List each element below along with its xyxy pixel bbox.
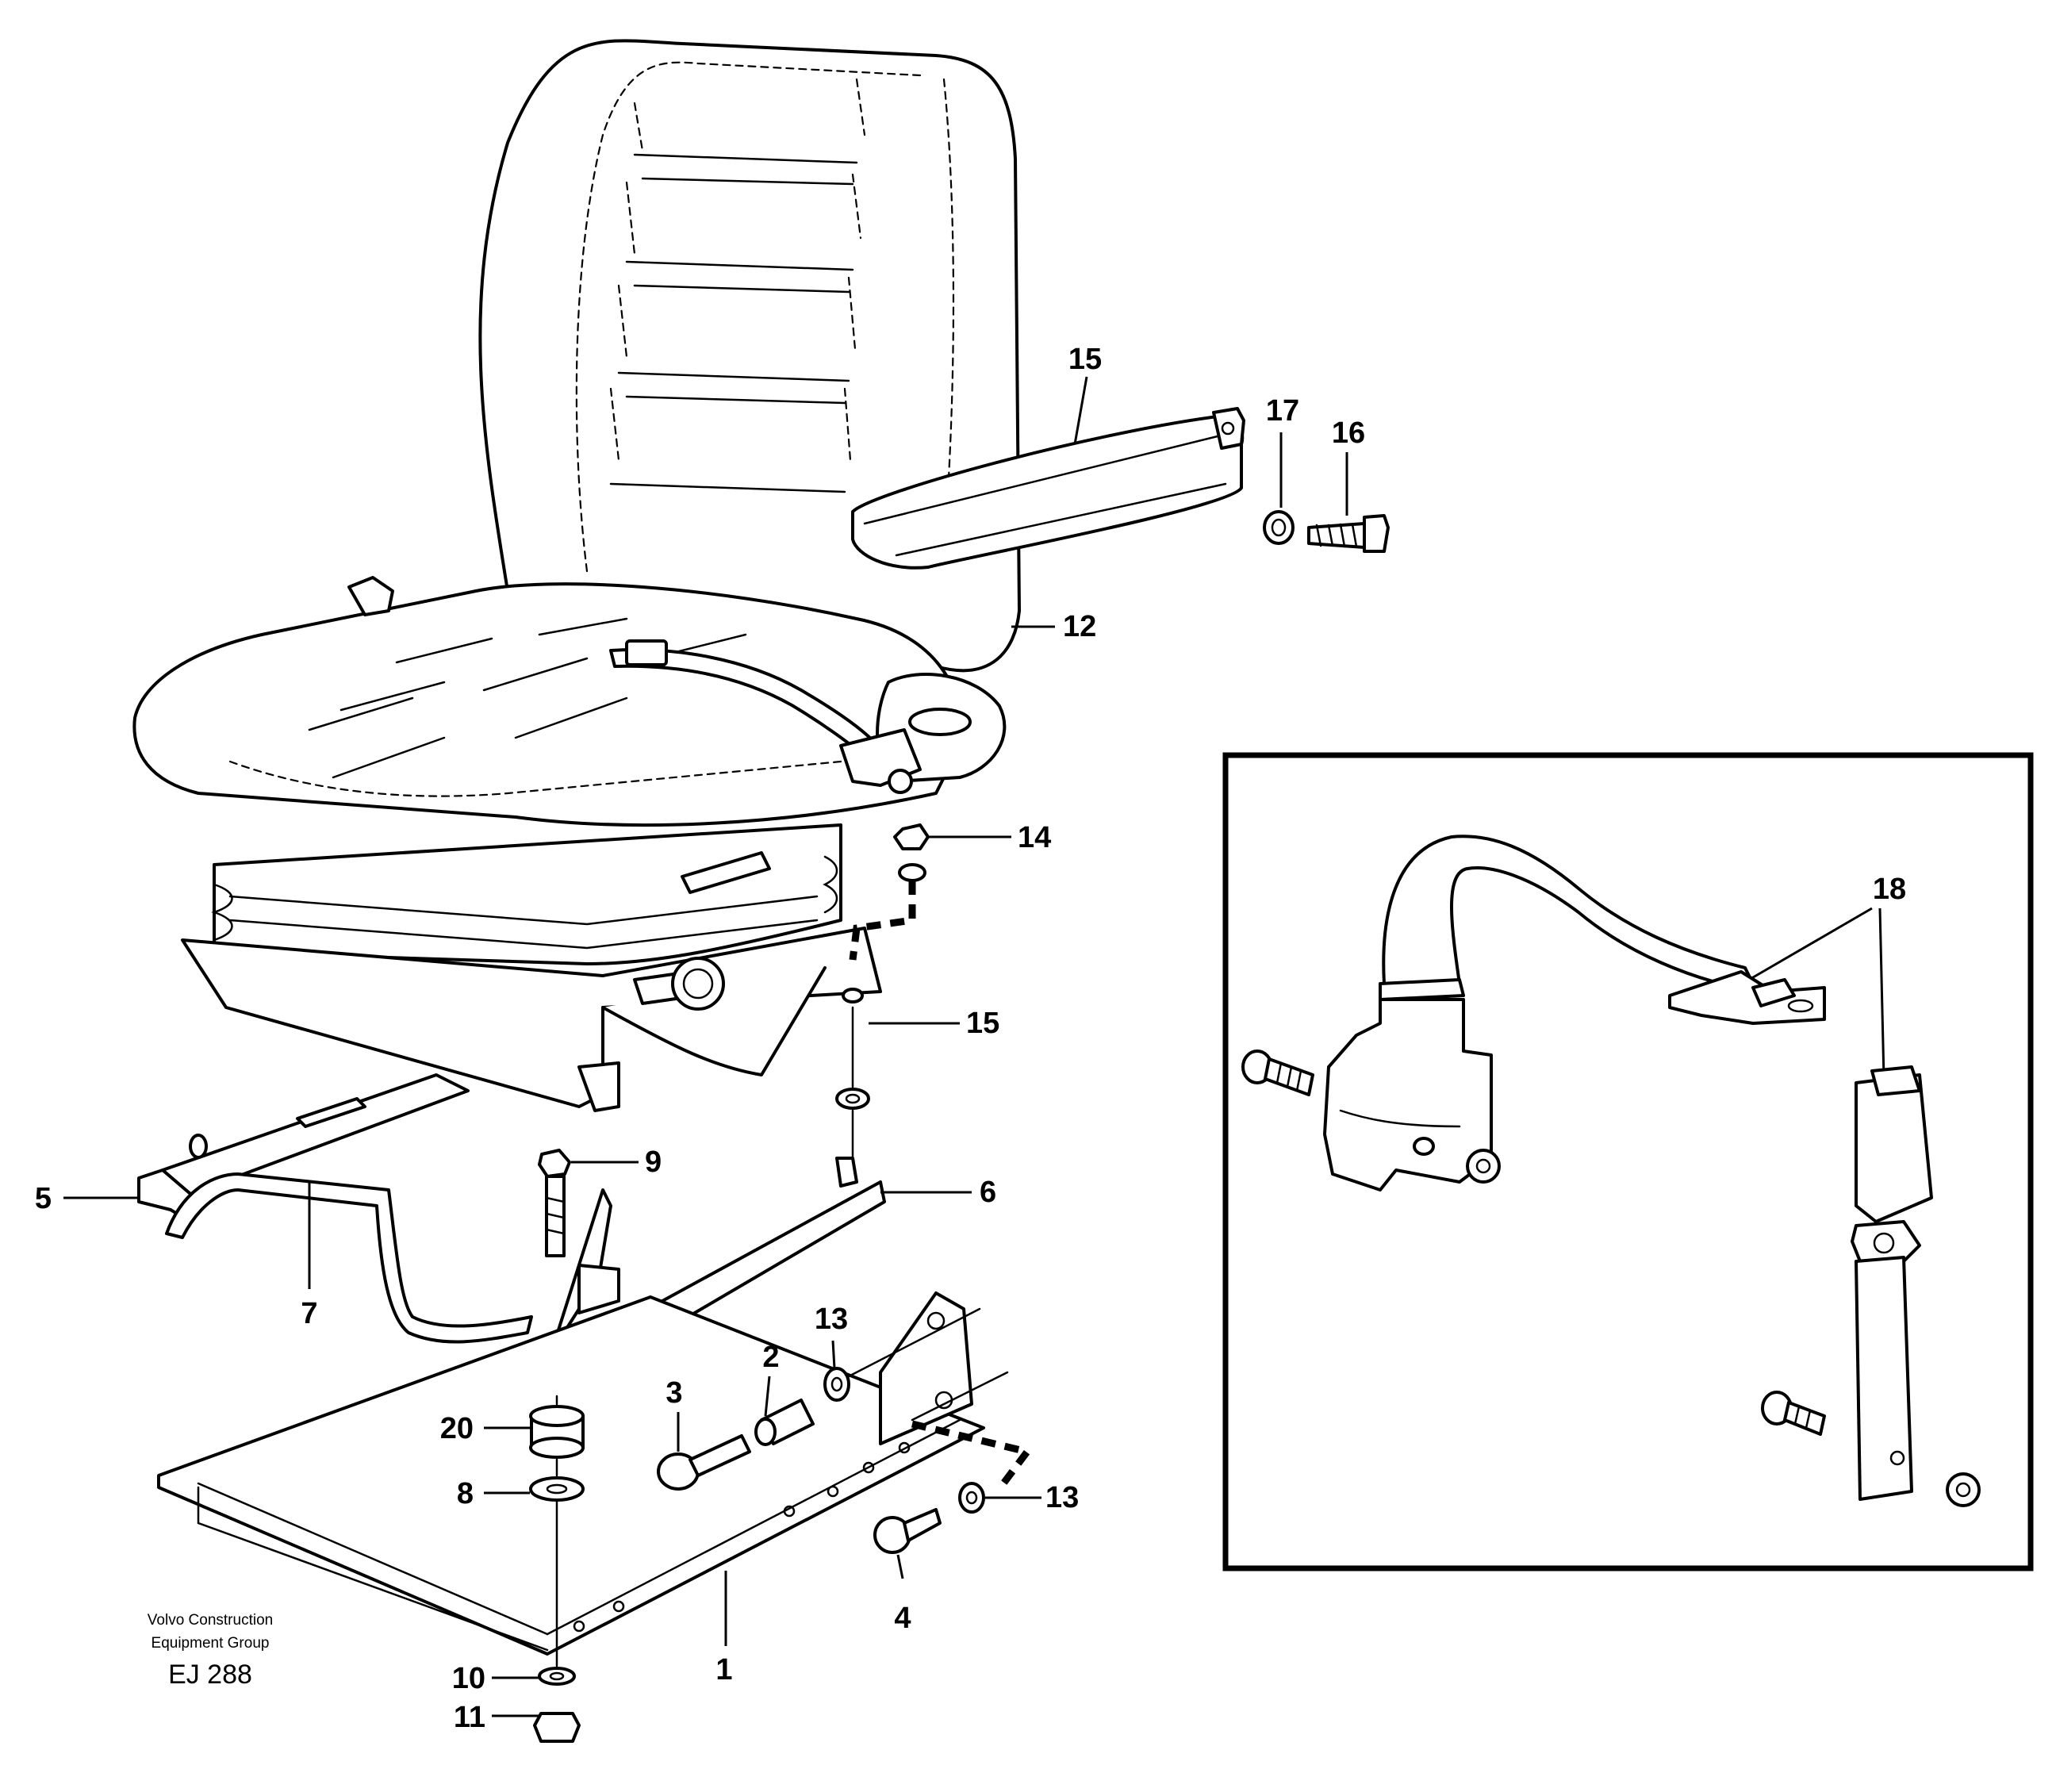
belt-nut-upper	[1466, 1149, 1501, 1184]
callout-10: 10	[452, 1662, 485, 1695]
seat-backrest	[478, 39, 1021, 673]
belt-buckle	[1851, 1065, 1933, 1501]
armrest-washer	[1263, 510, 1295, 545]
callout-15: 15	[966, 1007, 999, 1040]
publisher-line-1: Volvo Construction	[148, 1612, 273, 1629]
callout-3: 3	[666, 1376, 682, 1410]
belt-bolt-upper	[1241, 1049, 1314, 1096]
assembly-path-13	[911, 1420, 1034, 1486]
callout-19: 18	[1873, 873, 1906, 906]
mount-bolt-4	[873, 1508, 942, 1554]
callout-11: 11	[454, 1701, 485, 1734]
belt-side-anchor	[839, 673, 1007, 794]
base-plate	[157, 1291, 985, 1656]
callout-13-upper: 13	[815, 1303, 848, 1336]
armrest-bolt	[1307, 514, 1390, 553]
pivot-axis-lower	[911, 1371, 1009, 1422]
callout-9: 9	[645, 1145, 662, 1179]
publisher-credit: Volvo Construction Equipment Group EJ 28…	[148, 1612, 273, 1690]
leader-lines	[63, 376, 1885, 1717]
callout-4: 4	[894, 1602, 911, 1635]
washer-13-lower	[958, 1482, 985, 1514]
callout-labels: 15 17 16 12 14 15 9 6 5 7 13 2 3 20 8 13…	[35, 343, 1906, 1734]
callout-1: 1	[715, 1653, 732, 1686]
belt-nut-lower	[1946, 1472, 1981, 1507]
seat-suspension-base	[181, 823, 882, 1112]
callout-20: 20	[440, 1412, 474, 1445]
pivot-axis-upper	[847, 1307, 981, 1378]
callout-17: 16	[1332, 416, 1365, 450]
pivot-bolt	[657, 1434, 751, 1491]
callout-2: 2	[762, 1341, 779, 1374]
inset-frame	[1222, 752, 2034, 1571]
callout-16: 15	[1068, 343, 1102, 376]
armrest	[851, 407, 1245, 570]
rubber-bushing	[529, 1405, 585, 1459]
callout-13-lower: 13	[1045, 1481, 1079, 1514]
callout-6: 6	[980, 1176, 996, 1209]
callout-5: 5	[35, 1182, 52, 1215]
seat-mount-nut	[835, 823, 930, 1110]
seatbelt-inset	[1241, 835, 1981, 1507]
washer-8	[529, 1476, 585, 1502]
belt-bolt-lower	[1761, 1391, 1826, 1436]
rail-bolt	[538, 1149, 571, 1257]
callout-18: 17	[1266, 394, 1299, 428]
drawing-id: EJ 288	[168, 1660, 252, 1690]
washer-10	[538, 1667, 576, 1686]
publisher-line-2: Equipment Group	[152, 1635, 270, 1652]
seat-cushion	[132, 576, 963, 827]
callout-14: 14	[1018, 821, 1051, 854]
callout-8: 8	[457, 1477, 474, 1510]
washer-13-upper	[823, 1367, 850, 1402]
sleeve	[754, 1399, 815, 1446]
callout-7: 7	[301, 1297, 317, 1330]
callout-12: 12	[1063, 610, 1096, 643]
hex-nut-11	[533, 1712, 581, 1743]
adjustment-bar	[165, 1172, 533, 1344]
